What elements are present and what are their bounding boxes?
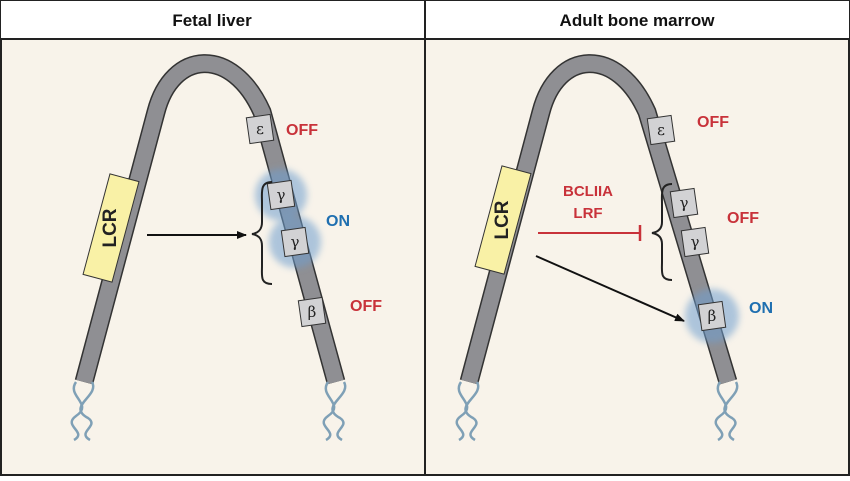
lcr-box: LCR bbox=[82, 173, 140, 283]
panel-title-adult: Adult bone marrow bbox=[560, 11, 716, 30]
gene-epsilon-label: ε bbox=[256, 120, 264, 138]
gamma-brace-adult bbox=[651, 183, 673, 281]
gene-gamma-2: γ bbox=[280, 226, 310, 258]
fetal-liver-panel: LCR ε γ γ β OFF ON OFF bbox=[70, 54, 382, 442]
repressor-lrf: LRF bbox=[573, 205, 602, 222]
repressor-bcl11a: BCLIIA bbox=[563, 183, 613, 200]
gene-gamma-2-adult-label: γ bbox=[691, 233, 700, 251]
lcr-label: LCR bbox=[100, 208, 121, 247]
gene-beta-label: β bbox=[308, 303, 317, 321]
dna-helix-right-adult bbox=[714, 381, 739, 442]
lcr-to-beta-arrow bbox=[535, 255, 685, 322]
gamma-brace bbox=[251, 181, 273, 285]
gamma-state-adult: OFF bbox=[727, 210, 759, 227]
gene-gamma-2-adult: γ bbox=[680, 226, 710, 258]
dna-helix-left bbox=[70, 381, 95, 442]
adult-bone-marrow-panel: LCR ε γ γ β BCLIIA LRF OFF bbox=[455, 54, 773, 442]
gene-beta: β bbox=[297, 296, 327, 328]
lcr-label-adult: LCR bbox=[492, 200, 513, 239]
dna-helix-left-adult bbox=[455, 381, 480, 442]
chromatin-fiber-adult bbox=[459, 54, 738, 385]
chromatin-fiber bbox=[74, 54, 346, 385]
panel-title-fetal: Fetal liver bbox=[172, 11, 252, 30]
dna-helix-right bbox=[322, 381, 347, 442]
beta-state-adult: ON bbox=[749, 300, 773, 317]
gene-gamma-2-label: γ bbox=[291, 233, 300, 251]
gene-epsilon-adult: ε bbox=[646, 114, 676, 146]
epsilon-state: OFF bbox=[286, 122, 318, 139]
gene-beta-adult-label: β bbox=[708, 307, 717, 325]
gene-gamma-1-label: γ bbox=[277, 186, 286, 204]
gene-epsilon: ε bbox=[245, 113, 275, 145]
gene-epsilon-adult-label: ε bbox=[657, 121, 665, 139]
beta-state: OFF bbox=[350, 298, 382, 315]
gene-gamma-1: γ bbox=[266, 179, 296, 211]
epsilon-state-adult: OFF bbox=[697, 114, 729, 131]
gene-gamma-1-adult-label: γ bbox=[680, 194, 689, 212]
gene-gamma-1-adult: γ bbox=[669, 187, 699, 219]
gene-beta-adult: β bbox=[697, 300, 727, 332]
gamma-state: ON bbox=[326, 213, 350, 230]
panel-fetal-bg bbox=[2, 40, 424, 474]
lcr-box-adult: LCR bbox=[474, 165, 532, 275]
